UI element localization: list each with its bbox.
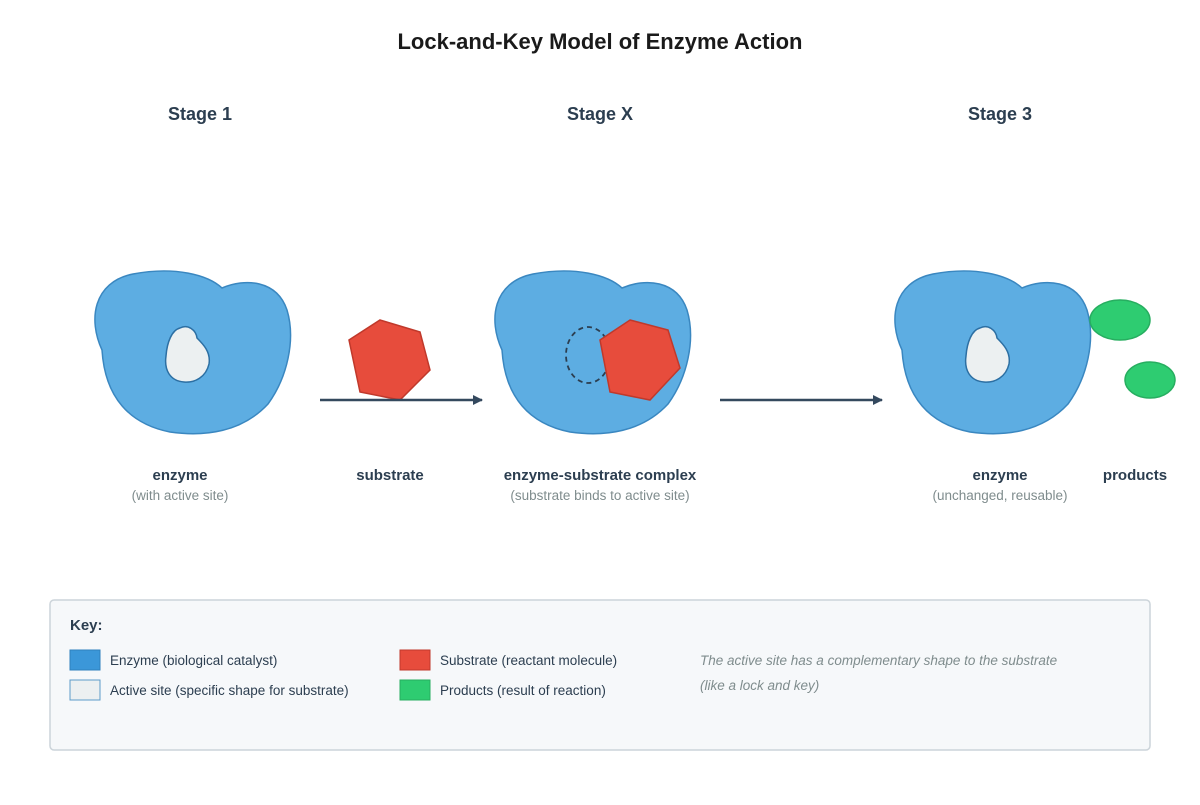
enzyme-sublabel-3: (unchanged, reusable) <box>932 488 1067 503</box>
legend-note-line-1: The active site has a complementary shap… <box>700 653 1057 668</box>
enzyme-sublabel-1: (with active site) <box>132 488 229 503</box>
complex-label: enzyme-substrate complex <box>504 467 697 484</box>
enzyme-stage-1 <box>94 270 292 435</box>
enzyme-stage-3 <box>894 270 1092 435</box>
complex-sublabel: (substrate binds to active site) <box>510 488 689 503</box>
enzyme-label-3: enzyme <box>972 467 1027 484</box>
legend-note-line-2: (like a lock and key) <box>700 678 819 693</box>
enzyme-substrate-complex <box>494 270 692 435</box>
legend-swatch-active-site <box>69 679 101 701</box>
substrate-label: substrate <box>356 467 424 484</box>
stage-2-label: Stage X <box>567 104 633 124</box>
stage-1-label: Stage 1 <box>168 104 232 124</box>
legend-swatch-substrate <box>399 649 431 671</box>
legend-swatch-enzyme <box>69 649 101 671</box>
diagram-title: Lock-and-Key Model of Enzyme Action <box>397 29 802 54</box>
legend-swatch-products <box>399 679 431 701</box>
legend-label-enzyme: Enzyme (biological catalyst) <box>110 653 277 668</box>
active-site <box>964 326 1011 383</box>
legend-background <box>49 599 1151 751</box>
products-label: products <box>1103 467 1167 484</box>
enzyme-label-1: enzyme <box>152 467 207 484</box>
legend-label-products: Products (result of reaction) <box>440 683 606 698</box>
legend-box: Key: Enzyme (biological catalyst) Active… <box>49 599 1151 751</box>
active-site <box>164 326 211 383</box>
product-2 <box>1124 361 1176 399</box>
legend-label-substrate: Substrate (reactant molecule) <box>440 653 617 668</box>
legend-title: Key: <box>70 617 103 634</box>
substrate-shape <box>348 319 431 401</box>
stage-3-label: Stage 3 <box>968 104 1032 124</box>
product-1 <box>1089 299 1151 341</box>
bound-substrate <box>599 319 681 401</box>
legend-label-active-site: Active site (specific shape for substrat… <box>110 683 349 698</box>
